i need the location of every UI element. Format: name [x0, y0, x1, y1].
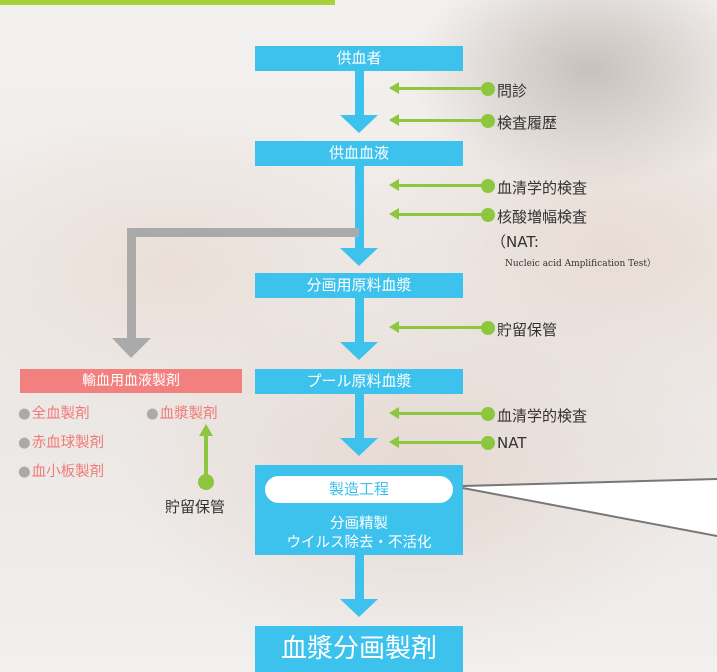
- bullet-icon: ●: [18, 406, 31, 422]
- step-donor: 供血者: [255, 46, 463, 71]
- check-test-history: 検査履歴: [497, 114, 558, 132]
- check-dot-serology-1: [481, 179, 495, 193]
- step-pool-plasma: プール原料血漿: [255, 369, 463, 394]
- step-manufacturing: 製造工程 分画精製 ウイルス除去・不活化: [255, 465, 463, 555]
- check-dot-nat-2: [481, 436, 495, 450]
- process-line2: ウイルス除去・不活化: [286, 535, 432, 551]
- check-dot-storage: [481, 321, 495, 335]
- check-arrow-history: [389, 114, 484, 126]
- check-serology-2: 血清学的検査: [497, 407, 588, 425]
- check-serology-1: 血清学的検査: [497, 179, 588, 197]
- transfusion-header: 輸血用血液製剤: [20, 369, 242, 393]
- top-accent-bar: [0, 0, 335, 5]
- product-plasma: ●血漿製剤: [146, 406, 218, 422]
- process-label: 製造工程: [265, 476, 453, 503]
- bullet-icon: ●: [18, 464, 31, 480]
- check-nat-english: Nucleic acid Amplification Test）: [505, 259, 657, 269]
- check-interview: 問診: [497, 82, 528, 100]
- product-whole-blood: ●全血製剤: [18, 406, 90, 422]
- step-final-product: 血漿分画製剤: [255, 626, 463, 672]
- check-arrow-storage: [389, 321, 484, 333]
- check-arrow-interview: [389, 82, 484, 94]
- check-dot-interview: [481, 82, 495, 96]
- process-line1: 分画精製: [330, 516, 388, 532]
- bullet-icon: ●: [146, 406, 159, 422]
- product-platelets: ●血小板製剤: [18, 464, 105, 480]
- check-arrow-nat: [389, 208, 484, 220]
- check-nat-paren: （NAT:: [491, 233, 539, 251]
- step-fraction-plasma: 分画用原料血漿: [255, 273, 463, 298]
- check-dot-serology-2: [481, 407, 495, 421]
- check-nat-full: 核酸増幅検査: [497, 208, 588, 226]
- check-storage-1: 貯留保管: [497, 321, 558, 339]
- check-dot-history: [481, 114, 495, 128]
- check-arrow-serology-1: [389, 179, 484, 191]
- check-nat-2: NAT: [497, 434, 527, 452]
- check-arrow-nat-2: [389, 436, 484, 448]
- product-red-cells: ●赤血球製剤: [18, 435, 105, 451]
- step-donor-blood: 供血血液: [255, 141, 463, 166]
- check-dot-nat: [481, 208, 495, 222]
- check-arrow-serology-2: [389, 407, 484, 419]
- bullet-icon: ●: [18, 435, 31, 451]
- transfusion-storage: 貯留保管: [165, 498, 226, 516]
